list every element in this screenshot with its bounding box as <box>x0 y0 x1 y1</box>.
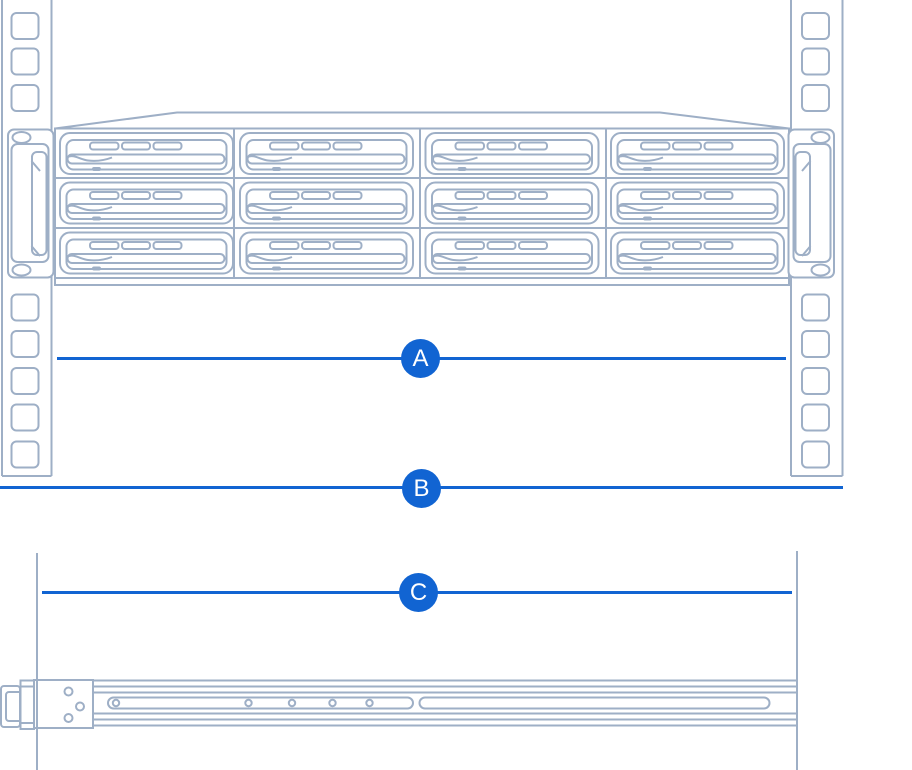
callout-c-badge: C <box>399 573 438 612</box>
rack-left-post <box>1 0 53 477</box>
server-ear-left <box>7 128 55 279</box>
rack-right-post <box>790 0 844 477</box>
callout-a-badge: A <box>401 339 440 378</box>
callout-a-label: A <box>412 344 429 372</box>
callout-b-badge: B <box>402 469 441 508</box>
callout-c-label: C <box>409 578 428 606</box>
slide-rail <box>0 679 797 730</box>
callout-b-label: B <box>413 474 430 502</box>
server-ear-right <box>787 128 835 279</box>
